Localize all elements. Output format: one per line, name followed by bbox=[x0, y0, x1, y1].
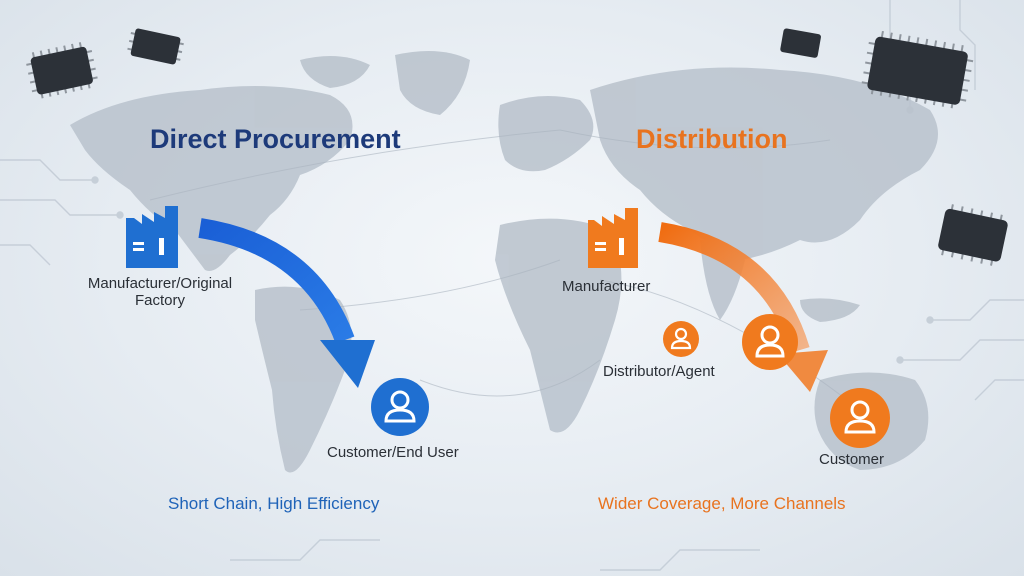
factory-icon bbox=[126, 206, 178, 268]
manufacturer-label: Manufacturer bbox=[562, 278, 651, 295]
direct-flow-arrow bbox=[198, 218, 375, 388]
user-icon bbox=[742, 314, 798, 370]
distribution-tagline: Wider Coverage, More Channels bbox=[598, 494, 846, 513]
user-icon bbox=[663, 321, 699, 357]
user-icon bbox=[371, 378, 429, 436]
world-map bbox=[70, 51, 938, 473]
manufacturer-original-label: Manufacturer/Original Factory bbox=[70, 275, 250, 309]
direct-procurement-title: Direct Procurement bbox=[150, 124, 401, 154]
factory-icon bbox=[588, 208, 638, 268]
distribution-title: Distribution bbox=[636, 124, 788, 154]
manufacturer-label-line1: Manufacturer/Original bbox=[87, 275, 233, 292]
microchip-icon bbox=[26, 42, 98, 99]
user-icon bbox=[830, 388, 890, 448]
microchip-icon bbox=[938, 204, 1008, 266]
direct-tagline: Short Chain, High Efficiency bbox=[168, 494, 380, 513]
microchip-icon bbox=[780, 28, 821, 58]
microchip-icon bbox=[127, 28, 184, 65]
customer-label: Customer bbox=[819, 451, 885, 468]
microchip-icon bbox=[861, 30, 974, 109]
distributor-agent-label: Distributor/Agent bbox=[603, 363, 715, 380]
manufacturer-label-line2: Factory bbox=[134, 292, 185, 309]
customer-end-user-label: Customer/End User bbox=[327, 444, 459, 461]
